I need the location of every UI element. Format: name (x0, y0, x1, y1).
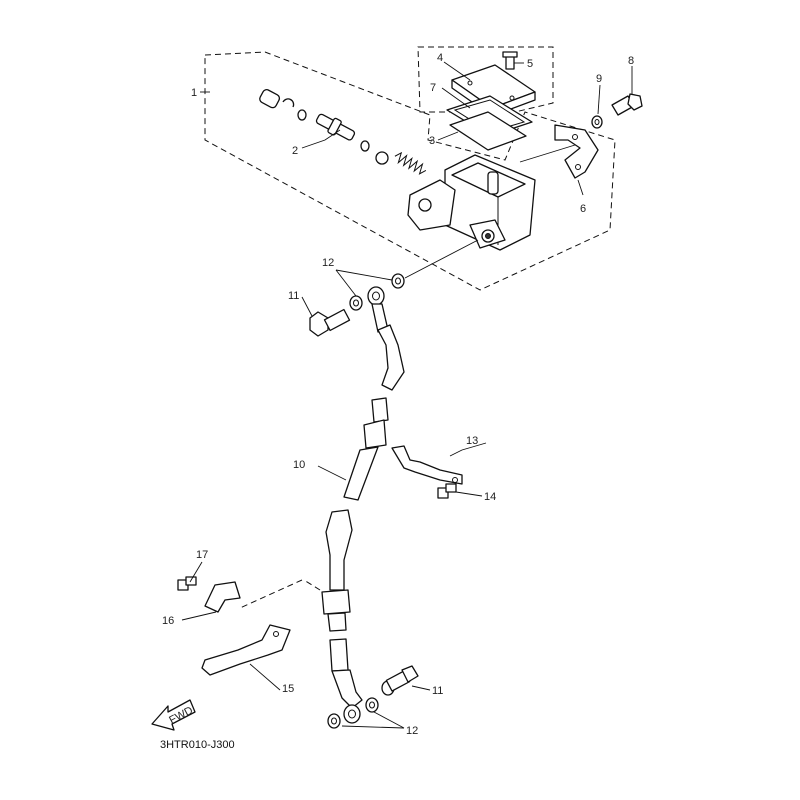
callout-15: 15 (282, 683, 294, 695)
callout-3: 3 (429, 135, 435, 147)
callout-10: 10 (293, 459, 305, 471)
fwd-label: FWD (167, 704, 195, 726)
callout-7: 7 (430, 82, 436, 94)
callout-8: 8 (628, 55, 634, 67)
copper-washer-lower (327, 697, 379, 729)
callout-1: 1 (191, 87, 197, 99)
callout-16: 16 (162, 615, 174, 627)
callout-9: 9 (596, 73, 602, 85)
callout-12-lower: 12 (406, 725, 418, 737)
washer (591, 115, 603, 129)
hose-holder-lower (201, 624, 291, 676)
master-cylinder-holder (554, 124, 599, 179)
callout-5: 5 (527, 58, 533, 70)
master-cylinder-body (407, 154, 536, 251)
callout-labels: 1 2 3 4 5 6 7 8 9 10 11 11 12 12 13 14 1… (162, 52, 634, 737)
cap-screw (502, 51, 518, 70)
master-cylinder-assembly-outline (204, 46, 616, 291)
hose-guide (391, 445, 463, 485)
callout-12-upper: 12 (322, 257, 334, 269)
callout-14: 14 (484, 491, 496, 503)
return-spring (394, 151, 427, 175)
callout-11-upper: 11 (288, 290, 299, 302)
callout-6: 6 (580, 203, 586, 215)
brake-hose (321, 397, 389, 709)
fwd-direction-arrow: FWD (151, 699, 196, 731)
holder-bolt-small (177, 576, 197, 591)
union-bolt-lower (381, 665, 419, 696)
callout-4: 4 (437, 52, 443, 64)
holder-bolt (611, 93, 643, 116)
brake-hose-upper-fitting (367, 286, 405, 391)
brake-hose-lower-fitting (343, 704, 361, 724)
drawing-code: 3HTR010-J300 (160, 739, 235, 751)
callout-13: 13 (466, 435, 478, 447)
callout-17: 17 (196, 549, 208, 561)
copper-washer-upper (349, 273, 405, 311)
diaphragm-plate (449, 111, 527, 151)
piston-kit (259, 89, 427, 175)
guide-bolt (437, 483, 457, 499)
connector-lines (239, 144, 576, 609)
callout-2: 2 (292, 145, 298, 157)
union-bolt-upper (309, 308, 351, 337)
hose-holder-upper (204, 581, 241, 613)
leader-lines (181, 61, 633, 729)
callout-11-lower: 11 (432, 685, 443, 697)
